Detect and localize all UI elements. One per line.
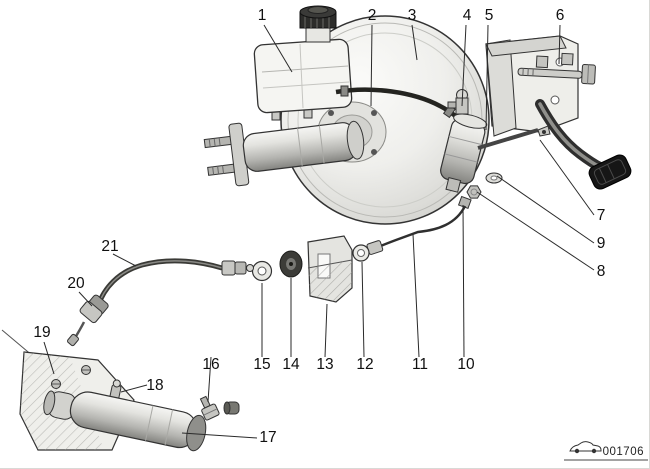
hose-fitting-20 bbox=[67, 294, 109, 347]
leader-line-19 bbox=[43, 341, 55, 375]
hose-end-fitting bbox=[221, 260, 254, 276]
spacer-block bbox=[560, 52, 574, 66]
callout-16-label: 16 bbox=[202, 356, 219, 373]
callout-11-label: 11 bbox=[412, 356, 428, 373]
leader-line-3 bbox=[411, 24, 418, 61]
cylinder-outlet bbox=[445, 177, 462, 193]
pedal-pushrod bbox=[477, 125, 551, 150]
callout-17-label: 17 bbox=[259, 429, 276, 446]
callout-19-label: 19 bbox=[33, 324, 50, 341]
leader-line-10 bbox=[462, 204, 465, 358]
washer-9 bbox=[485, 172, 503, 184]
leader-line-2 bbox=[370, 24, 373, 107]
clutch-master-cylinder bbox=[440, 113, 488, 193]
callout-1-label: 1 bbox=[258, 7, 267, 24]
leader-lines bbox=[43, 24, 595, 439]
leader-line-7 bbox=[539, 139, 595, 216]
brake-pedal bbox=[535, 99, 632, 190]
leader-line-9 bbox=[496, 175, 595, 244]
grommet-14 bbox=[279, 250, 303, 278]
leader-line-1 bbox=[263, 24, 293, 73]
reservoir-cap bbox=[299, 5, 337, 29]
leader-line-5 bbox=[485, 24, 489, 131]
hose-clamp bbox=[340, 85, 349, 97]
bracket-plate-13 bbox=[307, 235, 353, 303]
leader-line-17 bbox=[181, 432, 258, 439]
leader-line-11 bbox=[412, 233, 420, 358]
booster-stud bbox=[328, 110, 334, 116]
callout-15-label: 15 bbox=[253, 356, 270, 373]
callout-20-label: 20 bbox=[67, 275, 85, 292]
callout-18-label: 18 bbox=[146, 377, 163, 394]
callout-13-label: 13 bbox=[316, 356, 333, 373]
dust-cap bbox=[223, 401, 240, 415]
callout-9-label: 9 bbox=[597, 235, 606, 252]
pedal-bracket bbox=[485, 35, 579, 137]
valve-16 bbox=[199, 395, 220, 421]
leader-line-12 bbox=[361, 261, 365, 358]
leader-line-13 bbox=[324, 303, 328, 358]
leader-line-6 bbox=[558, 24, 561, 65]
booster-stud bbox=[371, 110, 377, 116]
flexible-hose bbox=[67, 258, 254, 347]
pedal-pivot-bolt bbox=[517, 52, 596, 85]
callout-8-label: 8 bbox=[597, 263, 606, 280]
part-code-stamp: 001706 bbox=[564, 441, 648, 461]
leader-line-21 bbox=[112, 253, 137, 267]
mounting-stud bbox=[207, 163, 237, 176]
callout-5-label: 5 bbox=[485, 7, 494, 24]
callout-21-label: 21 bbox=[101, 238, 118, 255]
callout-7-label: 7 bbox=[597, 207, 606, 224]
callout-4-label: 4 bbox=[463, 7, 472, 24]
car-icon bbox=[569, 441, 602, 454]
mounting-stud bbox=[203, 135, 234, 149]
leader-line-4 bbox=[461, 24, 467, 107]
leader-line-16 bbox=[207, 356, 212, 403]
brake-master-cylinder bbox=[203, 120, 365, 187]
pedal-pad bbox=[588, 154, 632, 190]
callout-14-label: 14 bbox=[282, 356, 300, 373]
spacer-block bbox=[535, 55, 549, 69]
leader-line-20 bbox=[78, 291, 93, 307]
washer-15 bbox=[251, 260, 273, 282]
callout-12-label: 12 bbox=[356, 356, 373, 373]
callout-6-label: 6 bbox=[556, 7, 565, 24]
callout-3-label: 3 bbox=[408, 7, 417, 24]
fluid-reservoir bbox=[253, 5, 353, 114]
leader-line-18 bbox=[120, 384, 148, 393]
booster-stud bbox=[371, 149, 377, 155]
washer-12 bbox=[352, 244, 370, 262]
callout-10-label: 10 bbox=[457, 356, 475, 373]
nut-8 bbox=[466, 185, 482, 199]
leader-line-8 bbox=[476, 191, 595, 271]
callout-2-label: 2 bbox=[368, 7, 377, 24]
part-code-text: 001706 bbox=[603, 446, 644, 458]
callout-labels: 1 2 3 4 5 6 7 8 9 10 11 12 13 14 15 16 1… bbox=[33, 7, 605, 446]
